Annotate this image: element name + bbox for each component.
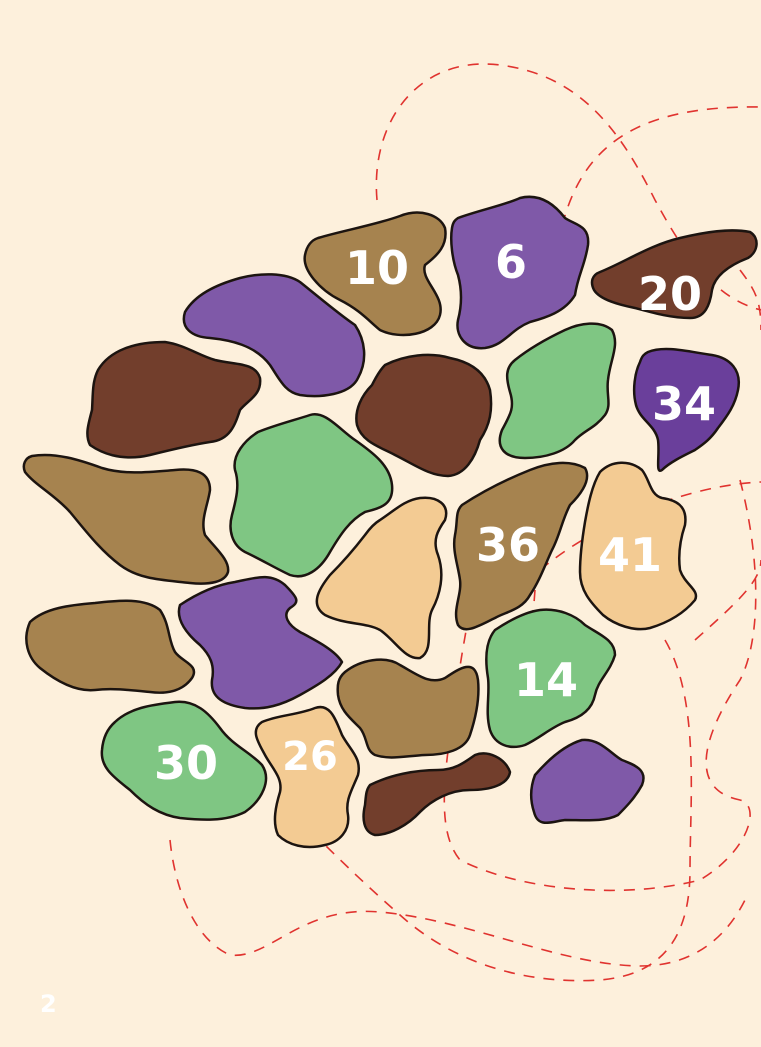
stone-number: 34 [652,377,716,431]
stone-number: 30 [154,736,218,790]
stone-number: 36 [476,518,540,572]
stone-brown [364,754,510,835]
stone-tan [24,455,228,584]
trail-line [558,107,761,245]
stone-number: 10 [345,241,409,295]
stone-number: 6 [495,235,527,289]
trail-line [695,560,761,640]
trail-line [170,840,745,966]
stone-green [500,324,615,458]
stone-number: 20 [638,267,702,321]
stone-tan [26,601,194,693]
stone-number: 41 [598,528,662,582]
stone-tan [338,660,479,758]
trail-line [740,270,761,330]
stone-number: 26 [282,734,338,780]
stone-purple [531,740,643,823]
stone-number: 14 [514,653,578,707]
stone-brown [87,342,260,457]
page-number: 2 [40,990,57,1018]
